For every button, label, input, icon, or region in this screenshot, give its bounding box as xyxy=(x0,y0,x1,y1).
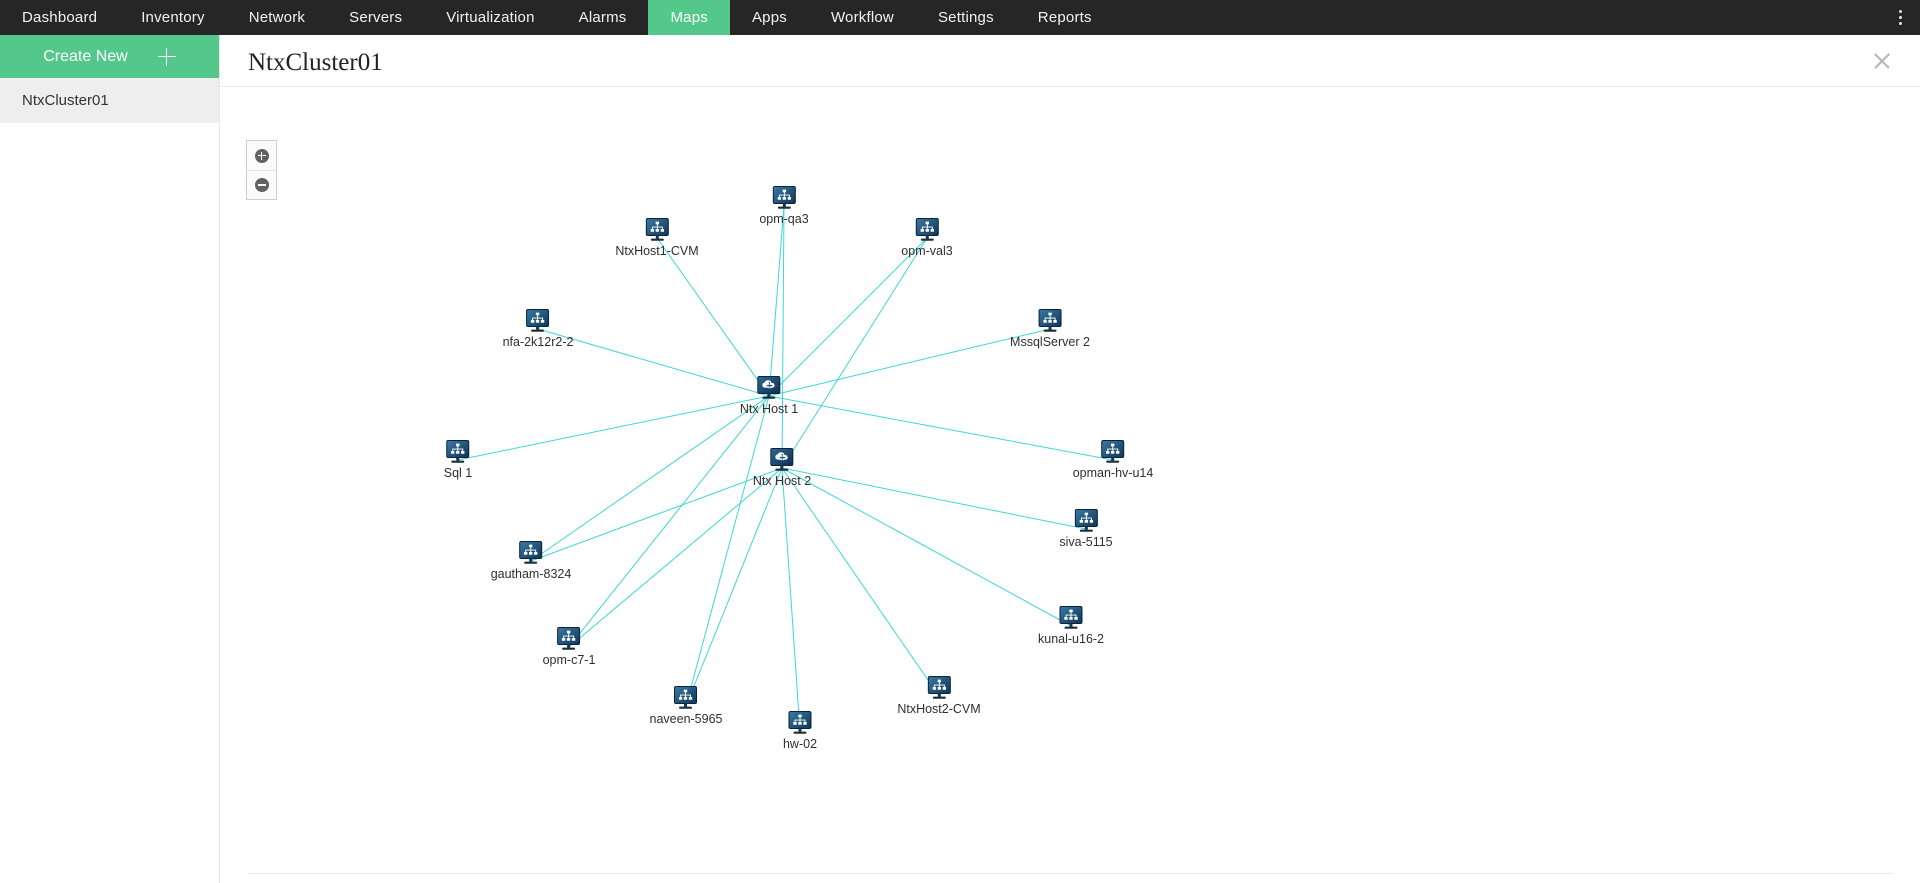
map-node-label: Ntx Host 1 xyxy=(739,402,799,416)
map-node-mssqlserver-2[interactable]: MssqlServer 2 xyxy=(1010,309,1090,349)
vm-network-icon xyxy=(556,627,582,651)
map-node-label: nfa-2k12r2-2 xyxy=(502,335,574,349)
topology-link xyxy=(530,467,783,562)
vm-network-icon xyxy=(914,218,940,242)
create-new-button[interactable]: Create New xyxy=(0,35,219,78)
top-navigation-bar: Dashboard Inventory Network Servers Virtuali… xyxy=(0,0,1920,35)
vm-network-icon xyxy=(1037,309,1063,333)
nav-item-network[interactable]: Network xyxy=(248,9,306,26)
nav-spacer xyxy=(1114,0,1880,35)
page-title: NtxCluster01 xyxy=(248,49,383,76)
nav-item-settings[interactable]: Settings xyxy=(937,9,994,26)
canvas-footer-divider xyxy=(248,873,1894,874)
map-node-siva-5115[interactable]: siva-5115 xyxy=(1059,509,1113,549)
map-node-label: NtxHost1-CVM xyxy=(615,244,699,258)
kebab-menu-icon[interactable] xyxy=(1880,0,1920,35)
map-node-ntxhost1-cvm[interactable]: NtxHost1-CVM xyxy=(615,218,699,258)
nav-item-reports[interactable]: Reports xyxy=(1037,9,1092,26)
map-node-label: MssqlServer 2 xyxy=(1010,335,1090,349)
topology-link xyxy=(568,395,770,648)
zoom-controls xyxy=(246,140,277,200)
nav-item-alarms[interactable]: Alarms xyxy=(578,9,627,26)
vm-network-icon xyxy=(771,186,797,210)
map-node-gautham-8324[interactable]: gautham-8324 xyxy=(490,541,572,581)
zoom-in-icon xyxy=(254,148,269,163)
zoom-in-button[interactable] xyxy=(247,141,276,170)
map-node-label: NtxHost2-CVM xyxy=(897,702,981,716)
topology-link xyxy=(537,328,770,397)
map-node-label: Sql 1 xyxy=(443,466,473,480)
sidebar-map-list: NtxCluster01 xyxy=(0,78,219,123)
vm-network-icon xyxy=(525,309,551,333)
map-node-label: gautham-8324 xyxy=(490,567,572,581)
map-node-label: hw-02 xyxy=(782,737,818,751)
close-icon[interactable] xyxy=(1872,51,1892,71)
map-node-ntx-host-1[interactable]: Ntx Host 1 xyxy=(740,376,798,416)
map-node-label: opm-qa3 xyxy=(759,212,809,226)
vm-network-icon xyxy=(644,218,670,242)
vm-network-icon xyxy=(787,711,813,735)
vm-network-icon xyxy=(1100,440,1126,464)
topology-link xyxy=(685,467,783,707)
vm-network-icon xyxy=(518,541,544,565)
topology-link xyxy=(457,395,770,461)
vm-network-icon xyxy=(1073,509,1099,533)
map-node-naveen-5965[interactable]: naveen-5965 xyxy=(649,686,723,726)
map-node-opm-c7-1[interactable]: opm-c7-1 xyxy=(542,627,596,667)
topology-link xyxy=(781,467,801,732)
nav-item-dashboard[interactable]: Dashboard xyxy=(22,9,98,26)
topology-link xyxy=(781,467,1072,627)
map-node-kunal-u16-2[interactable]: kunal-u16-2 xyxy=(1038,606,1104,646)
sidebar: Create New NtxCluster01 xyxy=(0,35,220,883)
topology-link xyxy=(781,237,928,469)
map-node-ntx-host-2[interactable]: Ntx Host 2 xyxy=(753,448,811,488)
map-node-ntxhost2-cvm[interactable]: NtxHost2-CVM xyxy=(897,676,981,716)
map-node-label: siva-5115 xyxy=(1059,535,1113,549)
topology-link xyxy=(768,237,928,397)
main-panel: NtxCluster01 Ntx Host 1 Ntx Host 2 opm-qa3… xyxy=(220,35,1920,883)
topology-link xyxy=(768,395,1114,461)
plus-icon xyxy=(157,47,176,66)
map-node-label: naveen-5965 xyxy=(649,712,723,726)
map-node-label: opm-val3 xyxy=(901,244,953,258)
nav-item-servers[interactable]: Servers xyxy=(349,9,403,26)
topology-link xyxy=(781,467,940,697)
nav-item-workflow[interactable]: Workflow xyxy=(830,9,894,26)
map-node-nfa-2k12r2-2[interactable]: nfa-2k12r2-2 xyxy=(502,309,574,349)
vm-network-icon xyxy=(673,686,699,710)
zoom-out-button[interactable] xyxy=(247,170,276,199)
nav-item-inventory[interactable]: Inventory xyxy=(141,9,205,26)
map-node-sql-1[interactable]: Sql 1 xyxy=(443,440,473,480)
zoom-out-icon xyxy=(254,178,269,192)
map-node-label: kunal-u16-2 xyxy=(1037,632,1105,646)
create-new-label: Create New xyxy=(43,47,128,65)
map-node-label: opm-c7-1 xyxy=(542,653,596,667)
sidebar-item-ntxcluster01[interactable]: NtxCluster01 xyxy=(0,78,219,123)
map-node-opm-val3[interactable]: opm-val3 xyxy=(901,218,953,258)
map-node-opman-hv-u14[interactable]: opman-hv-u14 xyxy=(1072,440,1154,480)
map-node-label: opman-hv-u14 xyxy=(1072,466,1154,480)
topology-link xyxy=(781,205,785,469)
map-node-opm-qa3[interactable]: opm-qa3 xyxy=(759,186,809,226)
vm-network-icon xyxy=(926,676,952,700)
topology-link xyxy=(781,467,1087,530)
vm-network-icon xyxy=(1058,606,1084,630)
host-cloud-icon xyxy=(756,376,782,400)
topology-link xyxy=(768,205,785,397)
nav-item-apps[interactable]: Apps xyxy=(751,9,787,26)
topology-link xyxy=(656,237,770,397)
topology-links-layer xyxy=(457,205,1114,732)
vm-network-icon xyxy=(445,440,471,464)
topology-link xyxy=(568,467,783,648)
nav-item-virtualization[interactable]: Virtualization xyxy=(446,9,535,26)
map-node-label: Ntx Host 2 xyxy=(752,474,812,488)
topology-link xyxy=(768,328,1051,397)
main-header: NtxCluster01 xyxy=(220,35,1920,87)
topology-link xyxy=(530,395,770,562)
host-cloud-icon xyxy=(769,448,795,472)
topology-link xyxy=(685,395,770,707)
map-node-hw-02[interactable]: hw-02 xyxy=(783,711,817,751)
nav-item-maps[interactable]: Maps xyxy=(648,0,730,35)
